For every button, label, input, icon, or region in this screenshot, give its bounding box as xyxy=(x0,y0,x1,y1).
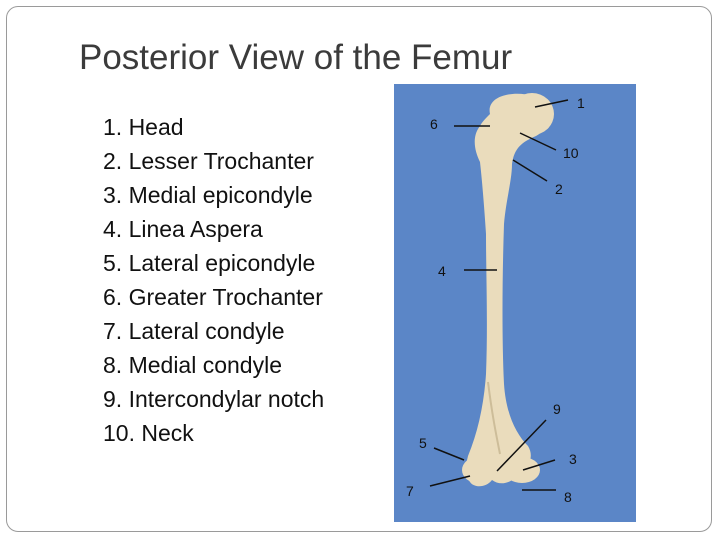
callout-number: 8 xyxy=(564,489,572,505)
callout-number: 2 xyxy=(555,181,563,197)
list-item: 3. Medial epicondyle xyxy=(103,178,324,212)
list-item: 5. Lateral epicondyle xyxy=(103,246,324,280)
callout-number: 9 xyxy=(553,401,561,417)
callout-number: 4 xyxy=(438,263,446,279)
callout-number: 7 xyxy=(406,483,414,499)
slide-title: Posterior View of the Femur xyxy=(79,38,512,78)
list-item: 9. Intercondylar notch xyxy=(103,382,324,416)
list-item: 10. Neck xyxy=(103,416,324,450)
list-item: 2. Lesser Trochanter xyxy=(103,144,324,178)
femur-parts-list: 1. Head 2. Lesser Trochanter 3. Medial e… xyxy=(103,110,324,450)
callout-number: 6 xyxy=(430,116,438,132)
list-item: 8. Medial condyle xyxy=(103,348,324,382)
list-item: 7. Lateral condyle xyxy=(103,314,324,348)
callout-number: 10 xyxy=(563,145,579,161)
list-item: 4. Linea Aspera xyxy=(103,212,324,246)
callout-number: 3 xyxy=(569,451,577,467)
callout-number: 5 xyxy=(419,435,427,451)
list-item: 6. Greater Trochanter xyxy=(103,280,324,314)
list-item: 1. Head xyxy=(103,110,324,144)
femur-photo: 1 10 2 6 4 9 5 3 7 8 xyxy=(394,84,636,522)
callout-number: 1 xyxy=(577,95,585,111)
